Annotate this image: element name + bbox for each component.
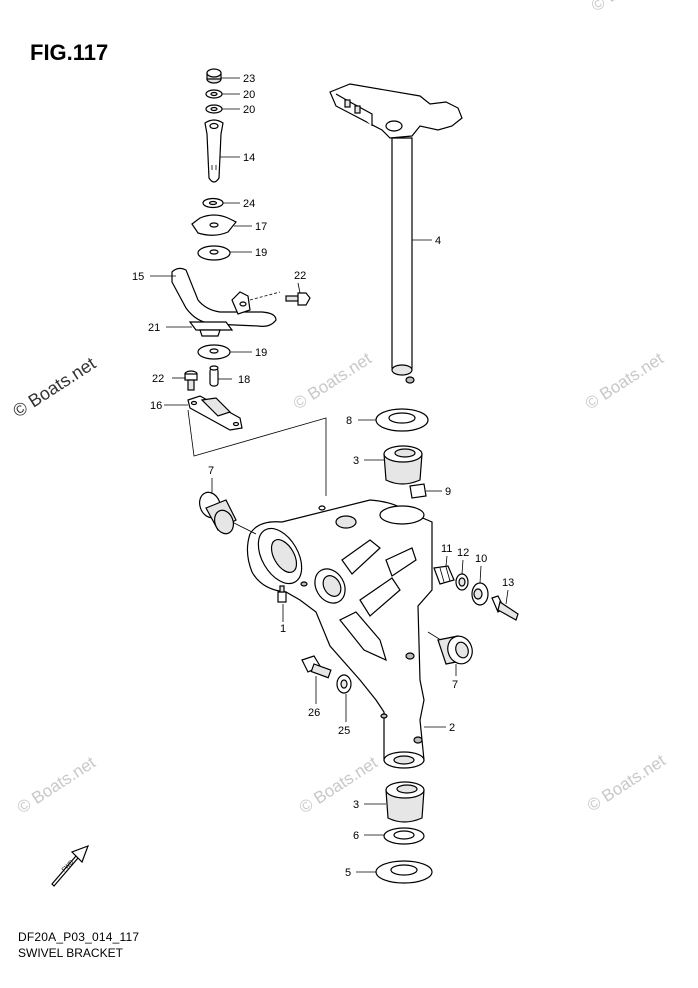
callout: 21 [148, 322, 160, 334]
fwd-arrow: FWD [51, 844, 90, 887]
washer-25 [336, 674, 352, 694]
callout: 20 [243, 89, 255, 101]
bushing-7-left [199, 491, 237, 535]
figure-title: FIG.117 [30, 40, 109, 65]
callout: 23 [243, 73, 255, 85]
callout: 2 [449, 722, 455, 734]
pin-18 [209, 365, 219, 387]
figure-caption: SWIVEL BRACKET [18, 946, 123, 960]
callout: 25 [338, 725, 350, 737]
callout: 7 [452, 679, 458, 691]
watermark: © Boats.net [9, 353, 99, 421]
callout: 3 [353, 799, 359, 811]
callout: 8 [346, 415, 352, 427]
plate-16 [187, 395, 243, 431]
callout: 7 [208, 465, 214, 477]
watermarks: © Boats.net © Boats.net © Boats.net © Bo… [9, 0, 673, 817]
callout: 4 [435, 235, 441, 247]
washer-19a [197, 245, 231, 261]
callouts: 23 20 20 14 24 17 19 15 22 21 19 22 18 1… [132, 73, 514, 879]
watermark: © Boats.net [582, 349, 667, 414]
callout: 13 [502, 577, 514, 589]
bushing-3-lower [385, 781, 425, 823]
bolt-13 [491, 595, 519, 621]
callout: 22 [152, 373, 164, 385]
callout: 22 [294, 270, 306, 282]
washer-20a [205, 89, 223, 99]
washer-24 [202, 197, 224, 209]
nut-23 [206, 68, 222, 84]
callout: 24 [243, 198, 255, 210]
watermark: © Boats.net [14, 753, 99, 818]
washer-6 [383, 827, 425, 845]
bolt-26 [301, 655, 332, 679]
steering-shaft-4 [329, 83, 463, 384]
callout: 15 [132, 271, 144, 283]
bolt-22a [285, 292, 311, 306]
callout: 19 [255, 247, 267, 259]
callout: 18 [238, 374, 250, 386]
bolt-22b [184, 370, 198, 391]
callout: 14 [243, 152, 255, 164]
washer-5 [375, 860, 433, 884]
callout: 20 [243, 104, 255, 116]
callout: 10 [475, 553, 487, 565]
key-9 [409, 483, 427, 499]
leader-lines [150, 77, 509, 873]
lever-14 [204, 119, 224, 183]
callout: 26 [308, 707, 320, 719]
lever-15 [171, 267, 281, 327]
callout: 6 [353, 830, 359, 842]
callout: 3 [353, 455, 359, 467]
callout: 17 [255, 221, 267, 233]
callout: 9 [445, 486, 451, 498]
washer-20b [205, 104, 223, 114]
plunger-11 [433, 565, 455, 585]
callout: 12 [457, 547, 469, 559]
figure-code: DF20A_P03_014_117 [18, 930, 140, 944]
grease-nipple-1 [277, 585, 287, 603]
watermark: © Boats.net [296, 753, 381, 818]
cap-10 [471, 582, 489, 606]
callout: 1 [280, 623, 286, 635]
bushing-3-upper [383, 445, 423, 485]
bushing-7-right [437, 635, 473, 665]
plate-17 [191, 214, 237, 236]
callout: 5 [345, 867, 351, 879]
watermark: © Boats.net [584, 751, 669, 816]
callout: 16 [150, 400, 162, 412]
watermark: © Boats.net [290, 349, 375, 414]
watermark: © Boats.net [588, 0, 673, 15]
washer-19b [197, 344, 231, 360]
callout: 19 [255, 347, 267, 359]
callout: 11 [441, 543, 452, 555]
spring-12 [455, 573, 469, 591]
plate-21 [188, 321, 234, 337]
washer-8 [375, 408, 429, 432]
swivel-bracket [231, 499, 445, 769]
